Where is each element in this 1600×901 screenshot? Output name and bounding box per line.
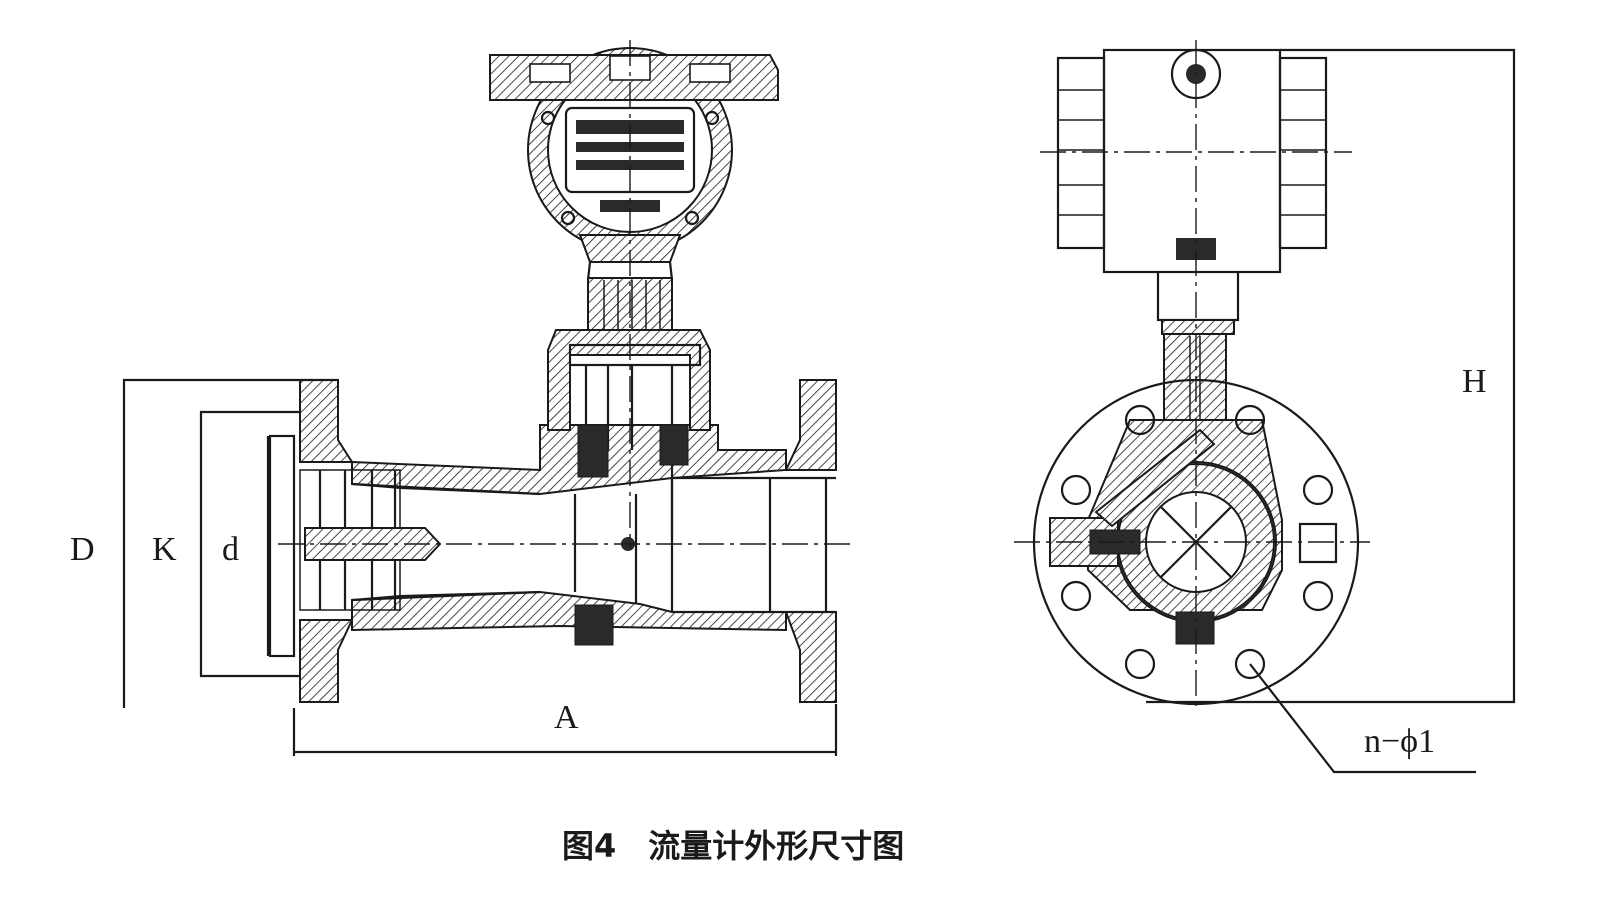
figure-caption: 图4 流量计外形尺寸图 [562,827,904,865]
diameter-dimensions [122,378,338,708]
dimension-label-K: K [152,531,177,568]
bolt-holes [1060,404,1334,680]
dimension-label-H: H [1462,363,1487,400]
length-dimension [292,704,838,756]
bolt-hole-leader [1249,663,1476,774]
front-view: D K d A [70,40,850,756]
side-transmitter-housing [1056,48,1328,427]
side-view: H n−ϕ1 [1014,40,1516,774]
dimension-label-D: D [70,531,95,568]
bolt-hole-callout: n−ϕ1 [1364,723,1435,760]
flowmeter-body-section [268,379,837,703]
height-dimension [1146,48,1516,704]
dimension-label-A: A [554,699,579,736]
dimension-label-d: d [222,531,239,568]
